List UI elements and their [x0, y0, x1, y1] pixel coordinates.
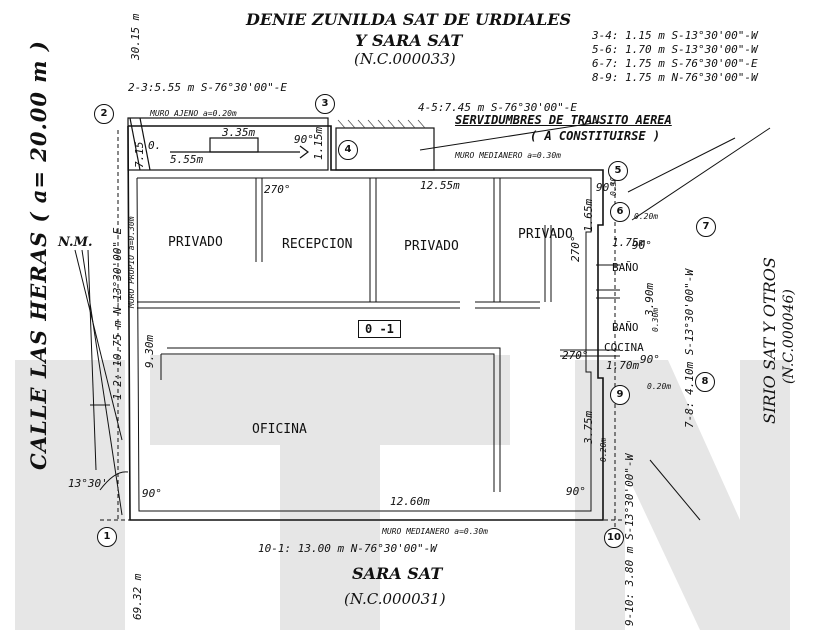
owner-nc: (N.C.000033) [354, 50, 456, 68]
muro-medianero-bottom-label: MURO MEDIANERO a=0.30m [382, 527, 488, 536]
stair-block [127, 117, 435, 171]
dimension-label: 3.75m [582, 410, 595, 444]
angle-label: 90° [640, 353, 660, 366]
dimension-label: 0.30m [651, 307, 660, 332]
leader-lines [74, 121, 771, 530]
angle-label: 90° [294, 133, 314, 146]
angle-label: 270° [562, 349, 589, 362]
point-marker-9: 9 [610, 385, 630, 405]
room-privado-2: PRIVADO [404, 239, 459, 254]
watermark [15, 355, 790, 630]
edge-7-8-label: 7-8: 4.10m S-13°30'00"-W [683, 269, 696, 428]
neighbor-right-line1: SIRIO SAT Y OTROS [760, 257, 779, 424]
dimension-label: 1.65m [582, 198, 595, 232]
neighbor-bottom-name: SARA SAT [352, 564, 443, 583]
angle-label: 90° [142, 487, 162, 500]
bearing-row: 3-4: 1.15 m S-13°30'00"-W [592, 29, 758, 42]
dimension-label: 1.75m [612, 236, 646, 249]
edge-9-10-label: 9-10: 3.80 m S-13°30'00"-W [623, 453, 636, 626]
owner-name-line1: DENIE ZUNILDA SAT DE URDIALES [246, 10, 572, 29]
edge-2-3-label: 2-3:5.55 m S-76°30'00"-E [128, 81, 287, 94]
measure-top: 30.15 m [129, 13, 142, 60]
point-marker-6: 6 [610, 202, 630, 222]
hatched-walls [337, 119, 426, 129]
unit-label: 0 -1 [358, 320, 401, 338]
dimension-label: 1.70m [606, 359, 640, 372]
point-marker-7: 7 [696, 217, 716, 237]
point-marker-1: 1 [97, 527, 117, 547]
room-privado-1: PRIVADO [168, 235, 223, 250]
dimension-label: 9.30m [143, 334, 156, 368]
point-marker-3: 3 [315, 94, 335, 114]
angle-label: 90° [596, 181, 616, 194]
room-privado-3: PRIVADO [518, 227, 573, 242]
servidumbre-label: SERVIDUMBRES DE TRANSITO AEREA [455, 113, 672, 127]
constituirse-label: ( A CONSTITUIRSE ) [530, 129, 661, 143]
dimension-label: 0.20m [647, 382, 672, 391]
dimension-label: 0.20m [634, 212, 659, 221]
point-marker-10: 10 [604, 528, 624, 548]
neighbor-right-line2: (N.C.000046) [781, 289, 797, 384]
dimension-label: 3.35m [222, 126, 256, 139]
dimension-label: 7.15 [133, 141, 146, 169]
dimension-label: 12.60m [390, 495, 430, 508]
muro-propio-label: MURO PROPIO a=0.30m [127, 216, 136, 308]
bearing-row: 8-9: 1.75 m N-76°30'00"-W [592, 71, 758, 84]
point-marker-4: 4 [338, 140, 358, 160]
point-marker-2: 2 [94, 104, 114, 124]
angle-label: 270° [264, 183, 291, 196]
walls [136, 177, 620, 512]
room-recepcion: RECEPCION [282, 237, 353, 252]
room-cocina: COCINA [604, 341, 644, 354]
dimension-label: 1.15m [312, 126, 325, 160]
angle-label: 13°30' [68, 477, 108, 490]
muro-ajeno-label: MURO AJENO a=0.20m [150, 109, 237, 118]
dimension-label: 12.55m [420, 179, 460, 192]
point-marker-8: 8 [695, 372, 715, 392]
room-bano-2: BAÑO [612, 321, 639, 334]
street-label: CALLE LAS HERAS ( a= 20.00 m ) [26, 40, 51, 470]
room-oficina: OFICINA [252, 422, 307, 437]
neighbor-bottom-nc: (N.C.000031) [344, 590, 446, 608]
dimension-label: 5.55m [170, 153, 204, 166]
dimension-label: 0.20m [599, 437, 608, 462]
edge-10-1-label: 10-1: 13.00 m N-76°30'00"-W [258, 542, 437, 555]
measure-bottom: 69.32 m [131, 573, 144, 620]
edge-1-2-label: 1-2: 10.75 m N-13°30'00"-E [111, 227, 124, 400]
edge-4-5-label: 4-5:7.45 m S-76°30'00"-E [418, 101, 577, 114]
bearing-row: 5-6: 1.70 m S-13°30'00"-W [592, 43, 758, 56]
north-mark-label: N.M. [58, 235, 93, 250]
bearing-row: 6-7: 1.75 m S-76°30'00"-E [592, 57, 758, 70]
room-bano-1: BAÑO [612, 261, 639, 274]
owner-name-line2: Y SARA SAT [355, 31, 463, 50]
dimension-label: 0. [148, 139, 162, 152]
angle-label: 270° [569, 235, 582, 263]
angle-label: 90° [632, 239, 652, 252]
point-marker-5: 5 [608, 161, 628, 181]
angle-label: 90° [566, 485, 586, 498]
muro-medianero-top-label: MURO MEDIANERO a=0.30m [455, 151, 561, 160]
